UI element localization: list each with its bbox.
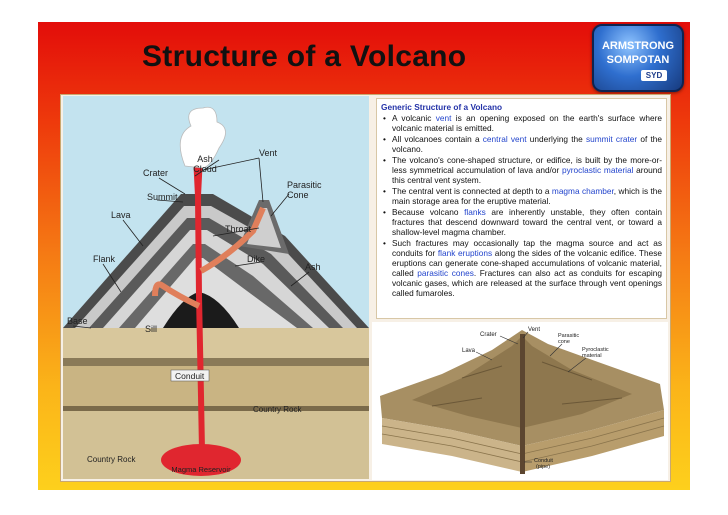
keyword-pyroclastic-material: pyroclastic material [561, 165, 634, 175]
volcano-block-diagram: Crater Vent Lava Parasitic cone Pyroclas… [372, 322, 668, 480]
parasitic-cone-inner [247, 208, 281, 248]
block-label-parasitic-2: cone [558, 339, 570, 345]
volcano-cross-section-diagram: Ash Cloud Vent Crater Summit Parasitic C… [63, 96, 369, 479]
label-sill: Sill [145, 324, 157, 334]
slide-title: Structure of a Volcano [142, 40, 467, 73]
block-label-conduit-2: (pipe) [536, 464, 550, 470]
label-throat: Throat [225, 224, 252, 234]
block-label-pyroclastic-1: Pyroclastic [582, 347, 609, 353]
block-label-pyroclastic-2: material [582, 353, 602, 359]
conduit-pipe [520, 334, 525, 474]
keyword-vent: vent [435, 113, 452, 123]
description-bullet-list: A volcanic vent is an opening exposed on… [381, 113, 662, 298]
description-text-box: Generic Structure of a Volcano A volcani… [376, 98, 667, 319]
keyword-central-vent: central vent [482, 134, 527, 144]
logo-badge: ARMSTRONG SOMPOTAN SYD [592, 24, 684, 92]
label-ash-cloud-1: Ash [197, 154, 213, 164]
leader-lines [72, 157, 310, 329]
block-leader-lines [475, 331, 587, 463]
keyword-parasitic-cones: parasitic cones [417, 268, 474, 278]
block-label-conduit-1: Conduit [534, 458, 553, 464]
label-country-rock-1: Country Rock [253, 405, 302, 414]
label-conduit: Conduit [175, 371, 205, 381]
keyword-magma-chamber: magma chamber [551, 186, 614, 196]
dike-branch [199, 206, 266, 274]
bullet-item: All volcanoes contain a central vent und… [383, 134, 662, 154]
conduit-label-box [170, 369, 210, 382]
label-parasitic-1: Parasitic [287, 180, 322, 190]
block-label-crater: Crater [480, 332, 497, 338]
block-label-lava: Lava [462, 348, 476, 354]
label-lava: Lava [111, 210, 131, 220]
rock-strata-line-2 [63, 406, 369, 411]
label-parasitic-2: Cone [287, 190, 309, 200]
label-magma-reservoir: Magma Reservoir [171, 465, 231, 474]
block-label-parasitic-1: Parasitic [558, 333, 579, 339]
magma-reservoir-shape [161, 444, 241, 476]
rock-strata-line [63, 358, 369, 366]
label-dike: Dike [247, 254, 265, 264]
label-ash: Ash [305, 262, 321, 272]
bullet-item: A volcanic vent is an opening exposed on… [383, 113, 662, 133]
block-label-vent: Vent [528, 327, 540, 333]
terrain-ridges [431, 361, 623, 407]
keyword-summit-crater: summit crater [586, 134, 638, 144]
front-face-right [522, 410, 664, 472]
sill-branch [152, 281, 201, 309]
country-rock-middle [63, 366, 369, 406]
bullet-item: The volcano's cone-shaped structure, or … [383, 155, 662, 185]
keyword-flank-eruptions: flank eruptions [437, 248, 493, 258]
label-summit: Summit [147, 192, 178, 202]
bullet-item: Because volcano flanks are inherently un… [383, 207, 662, 237]
keyword-flanks: flanks [464, 207, 486, 217]
logo-line-2: SOMPOTAN [606, 54, 670, 66]
logo-mark: SYD [641, 70, 667, 81]
label-ash-cloud-2: Cloud [193, 164, 217, 174]
label-vent: Vent [259, 148, 278, 158]
front-face-left [382, 418, 522, 472]
description-heading: Generic Structure of a Volcano [381, 102, 503, 112]
ash-cloud-shape [179, 106, 226, 169]
label-base: Base [67, 316, 88, 326]
label-country-rock-2: Country Rock [87, 455, 136, 464]
bullet-item: Such fractures may occasionally tap the … [383, 238, 662, 298]
label-flank: Flank [93, 254, 116, 264]
label-crater: Crater [143, 168, 168, 178]
bullet-item: The central vent is connected at depth t… [383, 186, 662, 206]
logo-line-1: ARMSTRONG [601, 40, 675, 52]
